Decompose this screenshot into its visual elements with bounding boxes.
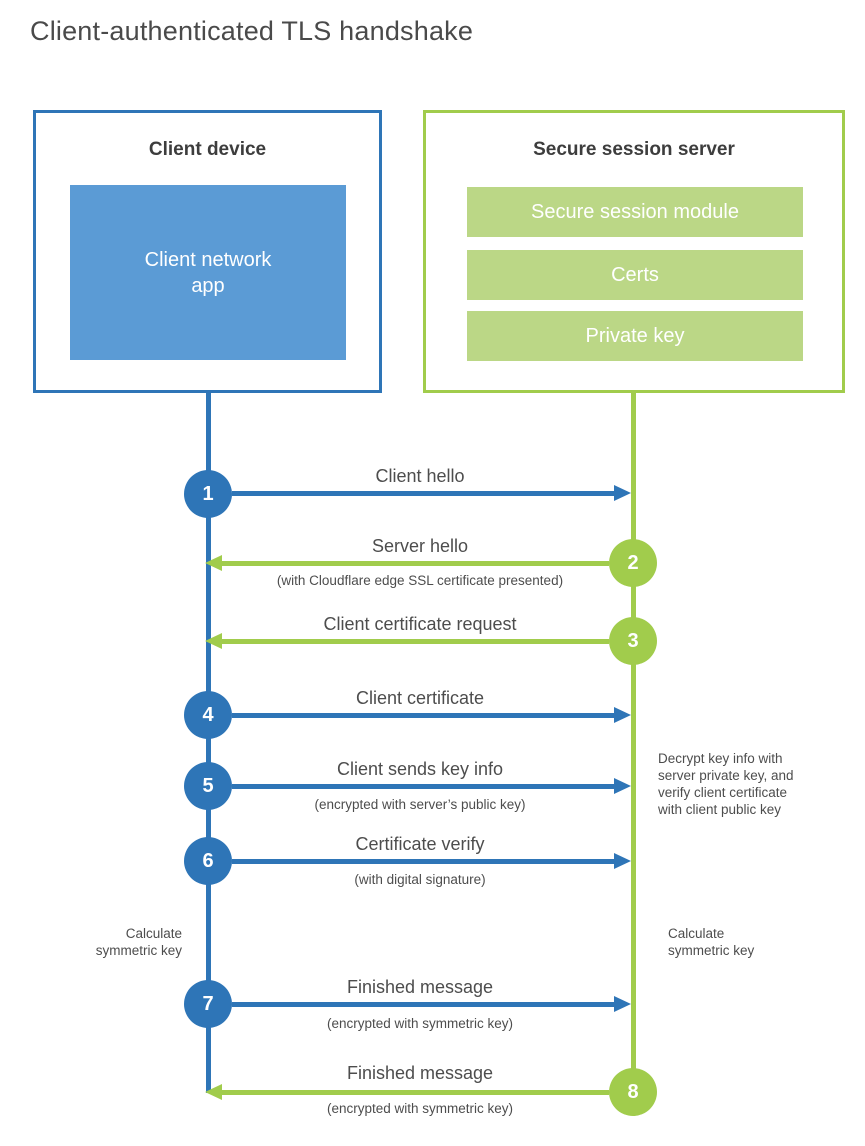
step-2-label: Server hello: [371, 536, 469, 556]
step-8-label: Finished message: [346, 1063, 494, 1083]
step-3-arrowhead-left-icon: [205, 633, 222, 649]
step-4-arrowhead-right-icon: [614, 707, 631, 723]
client-device-box: Client device Client network app: [33, 110, 382, 393]
step-8-badge: 8: [609, 1068, 657, 1116]
server-module-secure-session: Secure session module: [467, 187, 803, 237]
step-8-sublabel: (encrypted with symmetric key): [326, 1101, 514, 1116]
step-4-badge: 4: [184, 691, 232, 739]
step-7-label: Finished message: [346, 977, 494, 997]
step-7-arrow: [232, 1002, 614, 1007]
step-5-sublabel: (encrypted with server’s public key): [314, 797, 526, 812]
secure-session-server-title: Secure session server: [533, 139, 735, 160]
step-7-sublabel: (encrypted with symmetric key): [326, 1016, 514, 1031]
page-title: Client-authenticated TLS handshake: [30, 16, 474, 46]
step-1-arrowhead-right-icon: [614, 485, 631, 501]
step-8-arrowhead-left-icon: [205, 1084, 222, 1100]
step-4-label: Client certificate: [355, 688, 485, 708]
client-device-title: Client device: [148, 139, 267, 160]
server-decrypt-note: Decrypt key info with server private key…: [658, 751, 794, 817]
server-module-certs: Certs: [467, 250, 803, 300]
step-3-badge: 3: [609, 617, 657, 665]
server-module-private-key: Private key: [467, 311, 803, 361]
client-calculate-symmetric-key-note: Calculate symmetric key: [95, 926, 182, 958]
step-2-arrow: [222, 561, 609, 566]
step-6-label: Certificate verify: [355, 834, 485, 854]
step-7-arrowhead-right-icon: [614, 996, 631, 1012]
step-5-label: Client sends key info: [336, 759, 504, 779]
step-6-arrowhead-right-icon: [614, 853, 631, 869]
step-3-label: Client certificate request: [323, 614, 517, 634]
secure-session-server-box: Secure session server Secure session mod…: [423, 110, 845, 393]
server-calculate-symmetric-key-note: Calculate symmetric key: [668, 926, 755, 958]
step-1-label: Client hello: [375, 466, 465, 486]
step-6-arrow: [232, 859, 614, 864]
step-8-arrow: [222, 1090, 609, 1095]
server-lifeline: [631, 393, 636, 1092]
step-1-badge: 1: [184, 470, 232, 518]
client-network-app-block: Client network app: [70, 185, 346, 360]
step-5-arrow: [232, 784, 614, 789]
step-6-badge: 6: [184, 837, 232, 885]
client-lifeline: [206, 393, 211, 1093]
step-2-arrowhead-left-icon: [205, 555, 222, 571]
step-2-badge: 2: [609, 539, 657, 587]
step-2-sublabel: (with Cloudflare edge SSL certificate pr…: [276, 573, 564, 588]
step-1-arrow: [232, 491, 614, 496]
step-7-badge: 7: [184, 980, 232, 1028]
step-5-arrowhead-right-icon: [614, 778, 631, 794]
step-4-arrow: [232, 713, 614, 718]
step-5-badge: 5: [184, 762, 232, 810]
step-3-arrow: [222, 639, 609, 644]
step-6-sublabel: (with digital signature): [354, 872, 486, 887]
